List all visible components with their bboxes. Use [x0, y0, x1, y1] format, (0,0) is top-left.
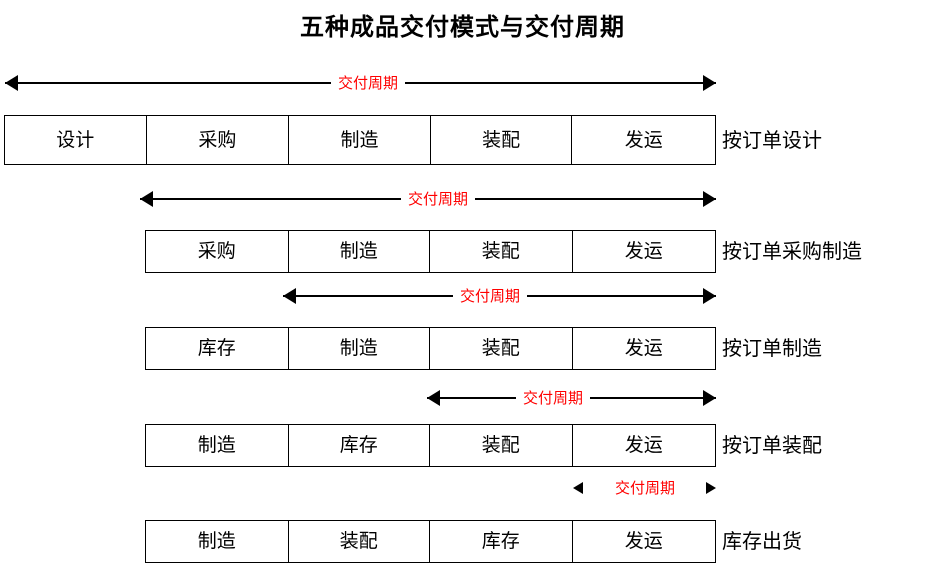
stage-cell[interactable]: 发运 — [624, 128, 663, 151]
stage-cell[interactable]: 制造 — [289, 328, 430, 369]
stage-row-2: 采购 制造 装配 发运 — [145, 230, 716, 273]
lead-time-arrow-5: 交付周期 — [573, 475, 716, 501]
lead-time-arrow-4: 交付周期 — [427, 385, 716, 411]
arrow-head-right-icon — [703, 75, 716, 91]
stage-cell[interactable]: 装配 — [431, 116, 573, 164]
lead-time-arrow-1: 交付周期 — [5, 70, 716, 96]
lead-time-text: 交付周期 — [522, 389, 584, 407]
lead-time-label: 交付周期 — [452, 283, 528, 309]
stage-cell[interactable]: 库存 — [430, 521, 573, 562]
row-label-3: 按订单制造 — [722, 336, 822, 360]
lead-time-label: 交付周期 — [400, 186, 476, 212]
arrow-head-left-icon — [573, 482, 583, 494]
row-label-2: 按订单采购制造 — [722, 239, 862, 263]
stage-cell[interactable]: 装配 — [430, 425, 573, 466]
stage-cell[interactable]: 装配 — [430, 328, 573, 369]
stage-cell[interactable]: 发运 — [624, 434, 663, 456]
stage-cell[interactable]: 库存 — [289, 425, 430, 466]
lead-time-label: 交付周期 — [607, 475, 683, 501]
lead-time-label: 交付周期 — [515, 385, 591, 411]
arrow-head-right-icon — [703, 288, 716, 304]
stage-row-5: 制造 装配 库存 发运 — [145, 520, 716, 563]
arrow-head-left-icon — [427, 390, 440, 406]
arrow-head-right-icon — [703, 390, 716, 406]
arrow-head-left-icon — [140, 191, 153, 207]
stage-cell[interactable]: 发运 — [624, 337, 663, 359]
stage-cell[interactable]: 发运 — [624, 240, 663, 262]
lead-time-text: 交付周期 — [459, 287, 521, 305]
lead-time-text: 交付周期 — [337, 74, 399, 92]
stage-cell[interactable]: 发运 — [624, 530, 663, 552]
stage-cell[interactable]: 制造 — [289, 231, 430, 272]
lead-time-text: 交付周期 — [614, 479, 676, 497]
row-label-4: 按订单装配 — [722, 433, 822, 457]
stage-row-3: 库存 制造 装配 发运 — [145, 327, 716, 370]
stage-cell[interactable]: 装配 — [430, 231, 573, 272]
stage-cell[interactable]: 采购 — [146, 231, 289, 272]
lead-time-arrow-2: 交付周期 — [140, 186, 716, 212]
lead-time-arrow-3: 交付周期 — [283, 283, 716, 309]
stage-row-4: 制造 库存 装配 发运 — [145, 424, 716, 467]
stage-cell[interactable]: 制造 — [146, 425, 289, 466]
lead-time-text: 交付周期 — [407, 190, 469, 208]
arrow-head-right-icon — [703, 191, 716, 207]
lead-time-label: 交付周期 — [330, 70, 406, 96]
stage-cell[interactable]: 库存 — [146, 328, 289, 369]
stage-cell[interactable]: 采购 — [147, 116, 290, 164]
arrow-head-left-icon — [5, 75, 18, 91]
stage-cell[interactable]: 装配 — [289, 521, 430, 562]
row-label-1: 按订单设计 — [722, 128, 822, 152]
row-label-5: 库存出货 — [722, 529, 802, 553]
stage-cell[interactable]: 设计 — [5, 116, 147, 164]
arrow-head-right-icon — [706, 482, 716, 494]
stage-row-1: 设计 采购 制造 装配 发运 — [4, 115, 716, 165]
stage-cell[interactable]: 制造 — [146, 521, 289, 562]
arrow-head-left-icon — [283, 288, 296, 304]
page-title: 五种成品交付模式与交付周期 — [300, 12, 625, 41]
stage-cell[interactable]: 制造 — [289, 116, 431, 164]
